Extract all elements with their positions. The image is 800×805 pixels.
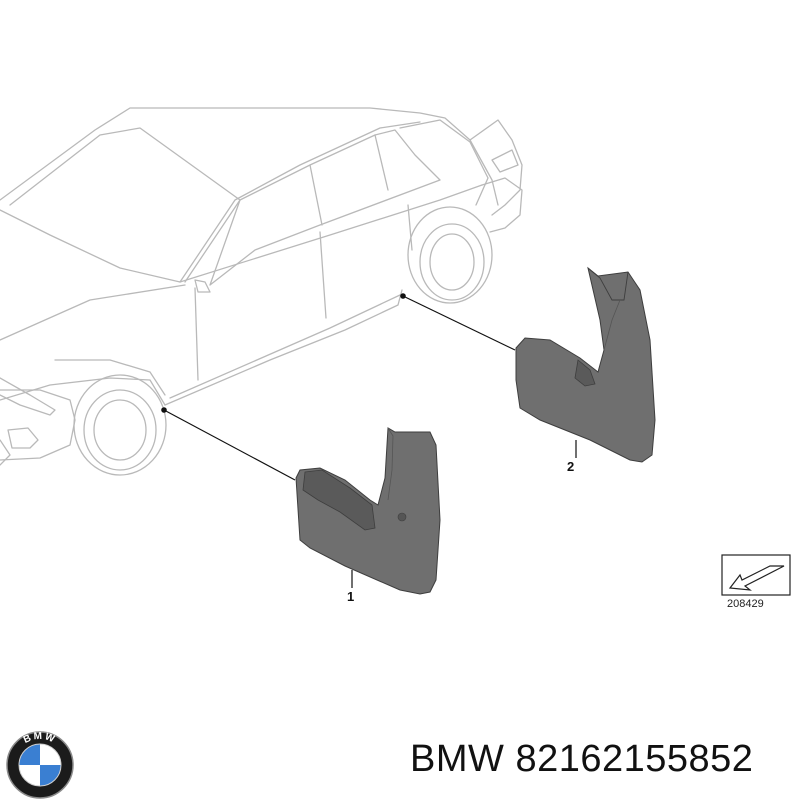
mud-flap-rear (515, 266, 656, 463)
diagram-id-number: 208429 (727, 598, 764, 610)
mud-flap-front (295, 427, 441, 595)
car-rear-glass-edge (469, 139, 499, 206)
brand-name: BMW (410, 738, 505, 780)
leader-lines (161, 293, 577, 588)
mud-flap-rear-body (515, 266, 656, 463)
bmw-logo-letters: BMW (22, 731, 56, 746)
car-side-windows (209, 129, 441, 286)
car-door-line-front (194, 287, 199, 381)
rear-wheel-rim (429, 233, 475, 291)
car-rear-bumper (481, 177, 523, 233)
car-window-pillar-2 (374, 134, 389, 191)
mud-flap-front-bracket (302, 469, 376, 531)
car-fog-light (7, 427, 39, 449)
front-wheel-rim (93, 399, 147, 461)
car-rear-window (399, 119, 489, 206)
front-wheel-arch (73, 374, 167, 476)
car-hood (0, 121, 421, 283)
diagram-id-icon (721, 554, 791, 596)
vehicle-outline (0, 107, 523, 476)
car-window-pillar-1 (309, 164, 323, 226)
car-grille-edge (0, 439, 11, 466)
car-mirror (194, 279, 211, 293)
bmw-logo: BMW (6, 731, 74, 799)
car-beltline (179, 184, 483, 283)
car-front-fender (54, 359, 166, 396)
svg-text:BMW: BMW (22, 731, 58, 746)
leader-line-2 (402, 295, 516, 351)
rear-wheel-tire (419, 223, 485, 301)
car-sill-lower (169, 294, 401, 399)
part-caption: BMW 82162155852 (410, 738, 753, 781)
car-windshield (9, 127, 241, 283)
callout-number-1: 1 (347, 589, 355, 604)
car-door-line-back (407, 204, 413, 251)
car-door-line-rear (319, 231, 327, 319)
arrow-icon (728, 565, 785, 591)
callout-number-2: 2 (567, 459, 575, 474)
front-wheel-tire (83, 389, 157, 471)
mud-flap-rear-ridge (603, 299, 621, 351)
mud-flap-front-edge (387, 427, 394, 501)
part-number: 82162155852 (515, 738, 754, 780)
rear-wheel-arch (407, 206, 493, 304)
mud-flap-front-hole (397, 512, 407, 522)
car-front-bumper (0, 389, 76, 461)
leader-line-1 (163, 409, 296, 481)
mud-flap-rear-tab (574, 359, 596, 387)
car-rear-lamp (491, 149, 519, 173)
mud-flap-rear-bracket (587, 267, 629, 301)
car-sill (164, 289, 403, 406)
car-headlight (0, 377, 56, 416)
car-bonnet-crease (0, 284, 186, 341)
